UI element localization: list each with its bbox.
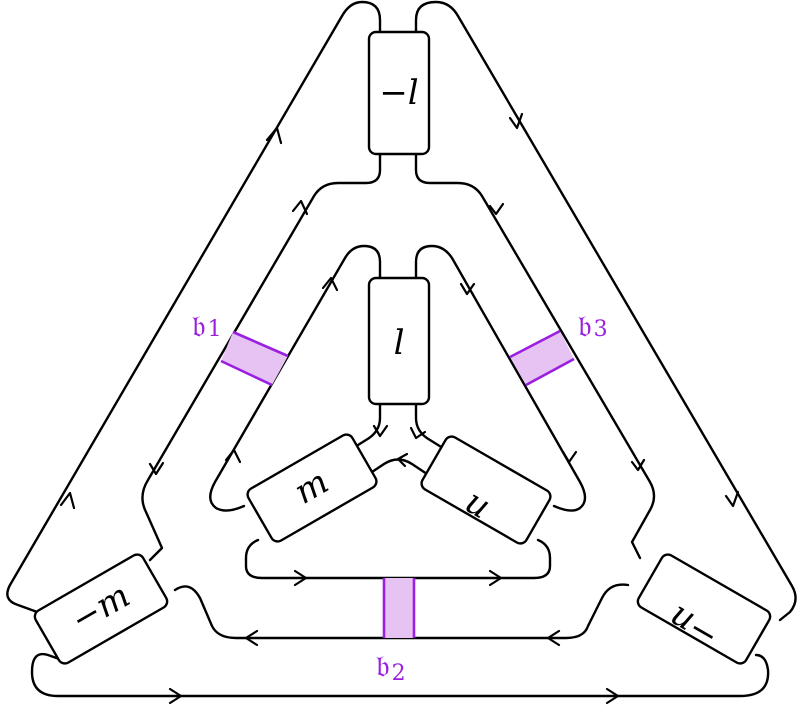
arrow-middle-left-upper-icon xyxy=(291,199,309,216)
outer-loop-strand xyxy=(6,0,797,698)
coupon-right-inner: n xyxy=(420,435,552,545)
central-bottom-left-strand xyxy=(364,458,432,478)
coupon-top-inner-label: l xyxy=(394,323,405,363)
band-b3-rect xyxy=(510,331,574,385)
band-b1-rect xyxy=(221,332,288,385)
arrow-inner-bottom-2-icon xyxy=(488,569,503,587)
arrow-outer-bottom-1-icon xyxy=(168,687,183,705)
band-b2-label: 𝔟2 xyxy=(376,649,406,686)
arrow-outer-right-lower-icon xyxy=(724,490,740,508)
coupon-top-inner: l xyxy=(367,276,431,406)
arrow-outer-bottom-2-icon xyxy=(605,687,620,705)
band-b1-label: 𝔟1 xyxy=(192,309,222,344)
band-b3 xyxy=(509,329,575,387)
arrow-center-down-icon xyxy=(372,424,389,438)
band-b1 xyxy=(220,330,289,387)
arrow-center-left-icon xyxy=(396,452,409,468)
arrow-inner-right-lower-icon xyxy=(561,450,578,464)
coupon-left-inner: m xyxy=(246,433,378,543)
arrow-inner-bottom-1-icon xyxy=(293,569,308,587)
band-b2 xyxy=(382,578,416,638)
central-right-strand xyxy=(414,402,448,452)
arrow-outer-right-down-icon xyxy=(508,112,524,130)
coupon-top-outer: −l xyxy=(367,30,431,156)
arrow-middle-right-lower-icon xyxy=(630,458,646,472)
coupon-left-outer: −m xyxy=(33,553,169,665)
coupon-top-outer-label: −l xyxy=(379,73,418,113)
arrow-inner-right-upper-icon xyxy=(459,282,476,296)
band-b2-rect xyxy=(384,578,414,638)
band-b3-label: 𝔟3 xyxy=(578,309,608,344)
arrow-inner-left-lower-icon xyxy=(224,448,242,464)
arrow-middle-bottom-2-icon xyxy=(546,629,561,647)
coupon-right-outer: −n xyxy=(636,553,772,665)
arrow-middle-left-lower-icon xyxy=(148,461,165,476)
arrow-outer-left-lower-icon xyxy=(59,491,76,510)
arrow-outer-left-up-icon xyxy=(265,126,283,145)
arrow-middle-right-upper-icon xyxy=(488,202,505,216)
arrow-middle-bottom-1-icon xyxy=(244,629,259,647)
arrow-inner-left-upper-icon xyxy=(321,276,339,292)
arrow-center-right-icon xyxy=(409,426,427,440)
